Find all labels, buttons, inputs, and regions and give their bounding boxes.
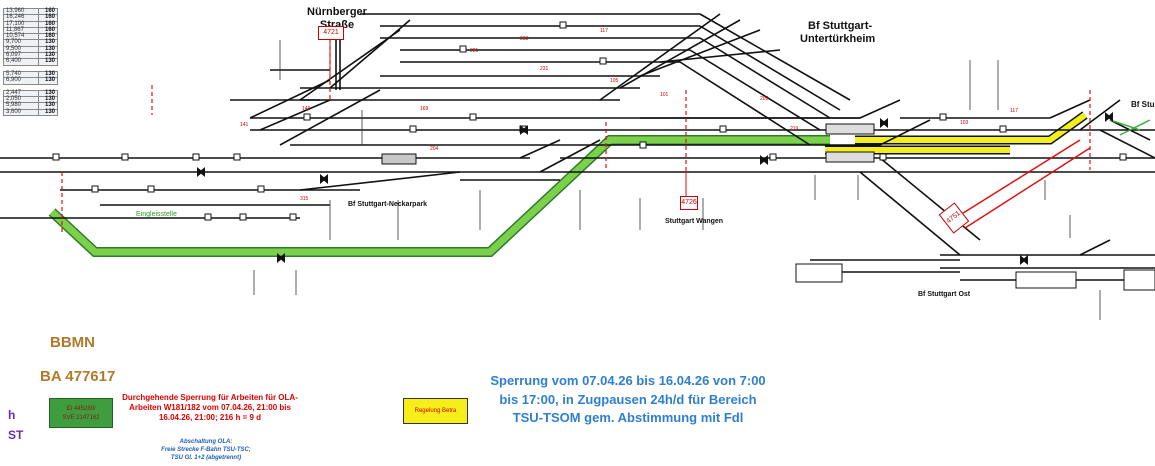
speed-cell: 130 [38,108,58,117]
label-st: ST [8,428,24,442]
speed-cell: 160 [38,14,58,22]
tracks [0,13,1155,281]
km-cell [3,84,39,91]
svg-text:117: 117 [600,28,608,34]
svg-text:233: 233 [520,36,529,42]
label-eingleisstelle: Eingleisstelle [136,211,177,218]
km-poles [253,40,1101,320]
station-wangen: Stuttgart Wangen [665,218,724,225]
speed-cell [38,84,58,91]
green-box-line1: ID 445289/ [66,406,96,412]
svg-text:209: 209 [760,96,769,102]
svg-text:219: 219 [790,126,799,132]
km-table-row [3,65,58,72]
station-untertuerkheim-line1: Bf Stuttgart- [808,20,873,32]
speed-cell: 130 [38,58,58,66]
points-symbols [197,112,1113,265]
svg-text:169: 169 [420,106,429,112]
svg-text:149: 149 [302,106,311,112]
heading-ba-number: BA 477617 [40,368,116,385]
station-neckarpark: Bf Stuttgart-Neckarpark [348,201,427,208]
speed-cell: 130 [38,96,58,104]
box-number-4721: 4721 [318,26,344,40]
heading-bbmn: BBMN [50,334,95,351]
speed-cell: 130 [38,70,58,79]
speed-cell: 160 [38,20,58,28]
abschaltung-line3: TSU Gl. 1+2 (abgetrennt) [170,455,242,461]
speed-cell: 130 [38,89,58,98]
platforms [381,123,1155,291]
note-closure-red: Durchgehende Sperrung für Arbeiten für O… [122,393,298,422]
diagonal-red-lines [959,139,1091,229]
abschaltung-line1: Abschaltung OLA: [179,439,233,445]
box-connectors [329,40,687,196]
station-ost: Bf Stuttgart Ost [918,291,971,298]
svg-text:101: 101 [660,92,669,98]
station-right-edge: Bf Stu [1131,100,1155,109]
km-cell [3,65,39,72]
label-h: h [8,408,16,422]
km-table-row [3,84,58,91]
svg-text:105: 105 [610,78,619,84]
km-cell: 3,600 [3,108,39,117]
station-untertuerkheim-line2: Untertürkheim [800,33,876,45]
svg-text:204: 204 [430,146,439,152]
svg-text:141: 141 [240,122,249,128]
svg-text:231: 231 [540,66,549,72]
legend-green-box: ID 445289/ SVE 2147162 [49,398,113,428]
box-number-4726: 4726 [680,196,698,210]
speed-cell: 130 [38,77,58,85]
green-box-line2: SVE 2147162 [62,415,100,421]
svg-text:103: 103 [960,120,969,126]
speed-cell [38,65,58,72]
closure-band-green [48,135,830,257]
closure-markers-right [1109,119,1151,136]
note-sperrung-blue: Sperrung vom 07.04.26 bis 16.04.26 von 7… [490,373,766,425]
legend-yellow-box: Regelung Betra [403,398,468,424]
speed-cell: 130 [38,102,58,110]
note-abschaltung: Abschaltung OLA: Freie Strecke F-Bahn TS… [126,438,286,462]
signals [52,21,1127,221]
svg-text:315: 315 [300,196,309,202]
closure-band-yellow [825,111,1088,155]
abschaltung-line2: Freie Strecke F-Bahn TSU-TSC; [161,447,251,453]
svg-text:117: 117 [1010,108,1018,114]
boundary-lines [61,25,1091,232]
svg-text:221: 221 [470,48,479,54]
